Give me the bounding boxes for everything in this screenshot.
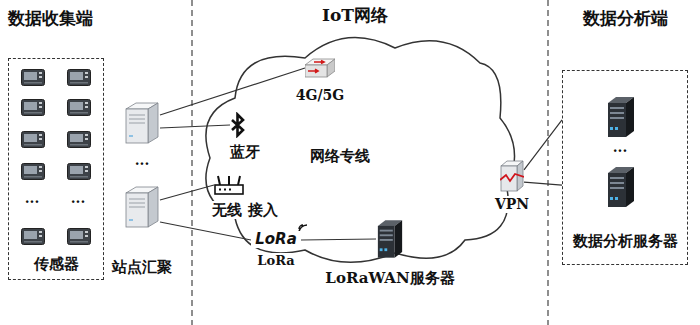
cloud-path <box>206 38 515 263</box>
vpn-icon <box>500 161 524 191</box>
section-divider <box>191 0 192 325</box>
node-label: 无线 接入 <box>210 201 279 219</box>
ellipsis-mark: ... <box>25 190 40 207</box>
node-label: LoRaWAN服务器 <box>323 269 456 287</box>
icon-art <box>230 112 246 138</box>
logo-text: LoRa <box>251 231 301 248</box>
wireless-router: 无线 接入 <box>214 175 244 195</box>
bt-icon <box>232 115 243 136</box>
sensor-icon <box>68 229 91 245</box>
icon-art <box>214 175 244 195</box>
section-heading: IoT网络 <box>322 5 388 25</box>
network-link <box>301 239 376 240</box>
dsrv-icon <box>608 167 634 207</box>
section-divider <box>547 0 548 325</box>
sensor-icon <box>22 229 45 245</box>
node-label: 蓝牙 <box>228 143 262 161</box>
node-label: LoRa <box>255 253 296 269</box>
sensor-icon <box>22 100 45 116</box>
ellipsis-mark: ... <box>71 190 86 207</box>
icon-art <box>500 160 524 192</box>
section-heading: 数据分析端 <box>583 8 668 28</box>
icon-art <box>9 59 105 281</box>
icon-art <box>376 218 404 260</box>
dsrv-icon <box>378 220 402 257</box>
network-link <box>524 120 562 185</box>
ellipsis-mark: ... <box>135 152 150 169</box>
wifi-icon <box>215 176 243 194</box>
section-heading: 数据收集端 <box>8 8 93 28</box>
sensor-group-box: 传感器 <box>8 58 104 280</box>
srv-icon <box>126 103 158 143</box>
sensor-icon <box>22 164 45 180</box>
analysis-server-box: 数据分析服务器 <box>562 70 688 265</box>
network-link <box>160 125 230 128</box>
bluetooth-symbol: 蓝牙 <box>230 112 246 138</box>
group-label: 传感器 <box>34 255 79 273</box>
sensor-icon <box>68 164 91 180</box>
sensor-icon <box>68 70 91 86</box>
node-label: 站点汇聚 <box>110 258 174 276</box>
ellipsis-mark: ... <box>613 139 628 156</box>
sensor-icon <box>68 132 91 148</box>
dsrv-icon <box>608 97 634 137</box>
sensor-icon <box>68 100 91 116</box>
sensor-icon <box>22 70 45 86</box>
network-cloud: 网络专线4G/5G蓝牙无线 接入LoRaLoRaLoRaWAN服务器VPN <box>195 28 547 268</box>
srv-icon <box>126 187 158 227</box>
node-label: VPN <box>493 196 531 213</box>
node-label: 4G/5G <box>294 87 347 104</box>
network-link <box>160 68 305 115</box>
router-icon <box>305 59 335 77</box>
lora-logo: LoRaLoRa <box>251 231 301 249</box>
group-label: 数据分析服务器 <box>573 232 678 250</box>
cellular-router: 4G/5G <box>305 58 335 78</box>
vpn-gateway: VPN <box>500 160 524 192</box>
sensor-icon <box>22 132 45 148</box>
lorawan-server: LoRaWAN服务器 <box>376 218 404 260</box>
cloud-label: 网络专线 <box>308 147 372 165</box>
icon-art <box>305 58 335 78</box>
network-link <box>160 185 214 200</box>
